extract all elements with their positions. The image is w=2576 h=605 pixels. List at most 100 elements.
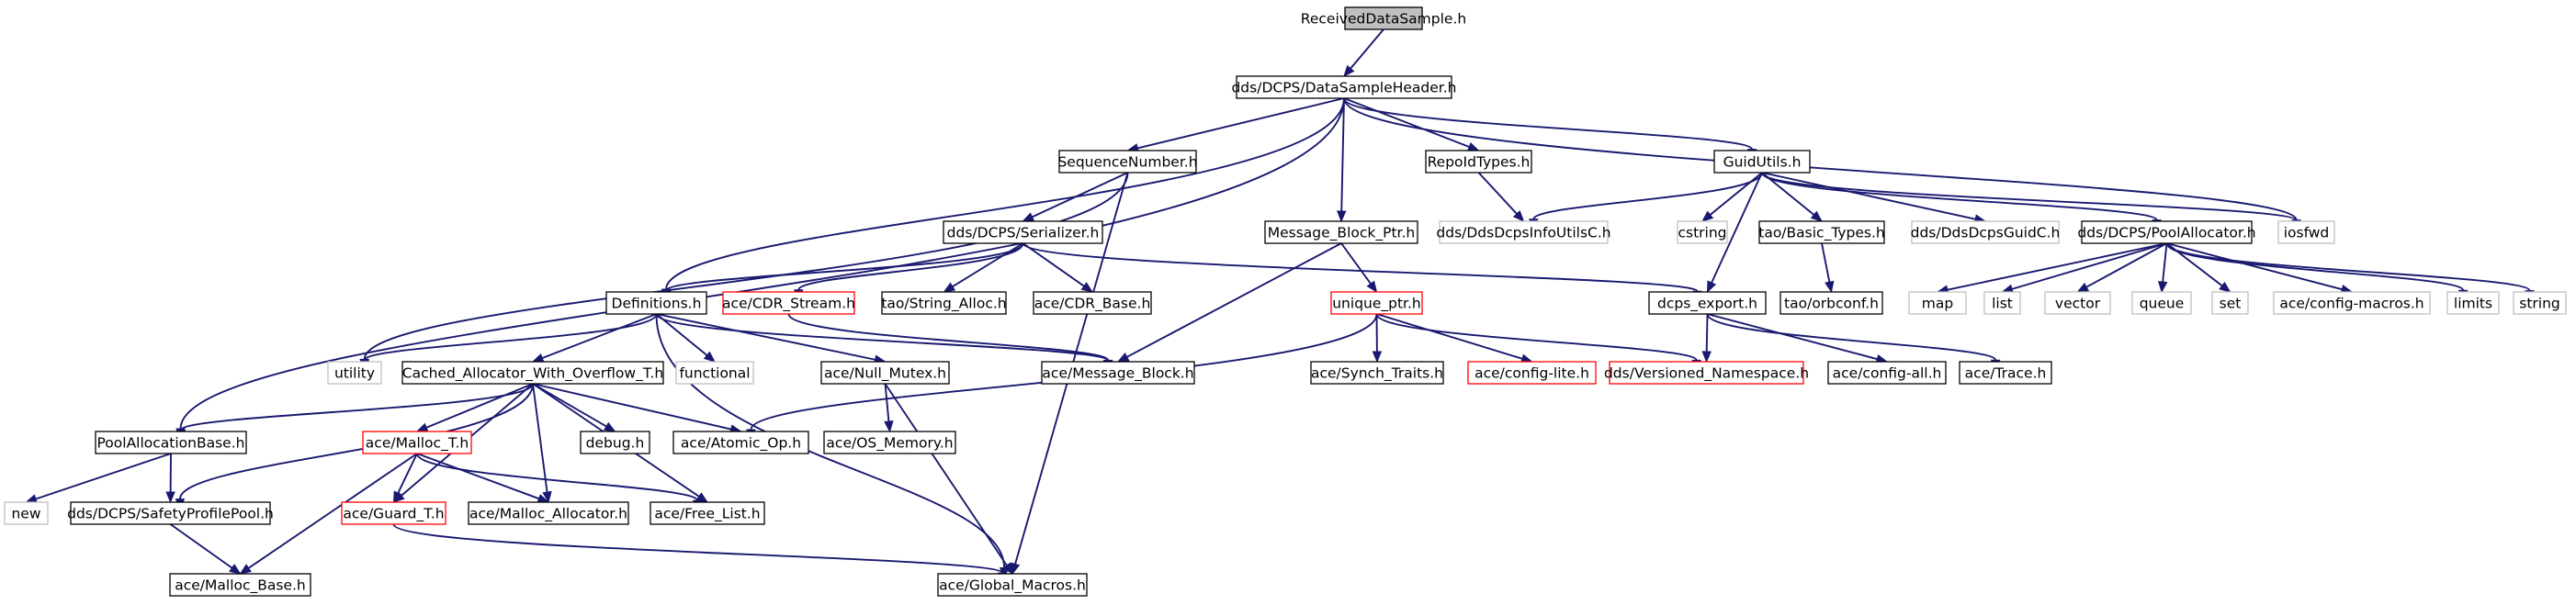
node-OSMemory[interactable]: ace/OS_Memory.h	[823, 431, 956, 454]
edge-DataSampleHeader-to-Definitions	[665, 97, 1345, 290]
edges-layer	[25, 28, 2535, 585]
node-box-cstring	[1677, 220, 1728, 244]
node-RepoIdTypes[interactable]: RepoIdTypes.h	[1425, 150, 1532, 174]
arrowhead-PoolAllocationBase-to-SafetyProfilePool	[165, 491, 175, 504]
node-label-string: string	[2519, 296, 2560, 312]
node-PoolAllocationBase[interactable]: PoolAllocationBase.h	[95, 431, 247, 454]
edge-ReceivedDataSample-to-DataSampleHeader	[1350, 28, 1384, 70]
node-label-OSMemory: ace/OS_Memory.h	[826, 435, 953, 453]
node-Definitions[interactable]: Definitions.h	[605, 291, 707, 315]
node-box-MessageBlock	[1041, 361, 1195, 385]
edge-Definitions-to-NullMutex	[656, 313, 876, 361]
edge-GuidUtils-to-cstring	[1709, 172, 1763, 216]
node-GuardT[interactable]: ace/Guard_T.h	[341, 501, 446, 525]
edge-PoolAllocator-to-configmacros	[2166, 242, 2343, 291]
node-SequenceNumber[interactable]: SequenceNumber.h	[1057, 150, 1198, 174]
node-label-MessageBlockPtr: Message_Block_Ptr.h	[1268, 225, 1415, 242]
node-MessageBlockPtr[interactable]: Message_Block_Ptr.h	[1264, 220, 1418, 244]
arrowhead-PoolAllocator-to-set	[2219, 281, 2231, 293]
node-Serializer[interactable]: dds/DCPS/Serializer.h	[943, 220, 1103, 244]
edge-SafetyProfilePool-to-MallocBase	[169, 523, 233, 569]
arrowhead-CachedAllocator-to-MallocAllocator	[542, 490, 552, 504]
node-uniqueptr[interactable]: unique_ptr.h	[1330, 291, 1423, 315]
node-label-ReceivedDataSample: ReceivedDataSample.h	[1301, 11, 1466, 28]
node-FreeList[interactable]: ace/Free_List.h	[650, 501, 765, 525]
node-utility: utility	[327, 361, 382, 385]
node-label-uniqueptr: unique_ptr.h	[1332, 296, 1421, 313]
node-label-CDRBase: ace/CDR_Base.h	[1034, 296, 1151, 313]
node-DataSampleHeader[interactable]: dds/DCPS/DataSampleHeader.h	[1231, 75, 1457, 99]
edge-Serializer-to-Definitions	[665, 242, 1024, 292]
node-label-CachedAllocator: Cached_Allocator_With_Overflow_T.h	[402, 365, 663, 383]
node-label-Serializer: dds/DCPS/Serializer.h	[947, 225, 1100, 241]
node-label-VersionedNamespace: dds/Versioned_Namespace.h	[1604, 365, 1809, 383]
node-CDRBase[interactable]: ace/CDR_Base.h	[1033, 291, 1152, 315]
node-AtomicOp[interactable]: ace/Atomic_Op.h	[672, 431, 809, 454]
node-label-SynchTraits: ace/Synch_Traits.h	[1311, 365, 1443, 383]
node-box-DdsDcpsInfoUtilsC	[1439, 220, 1609, 244]
node-box-CDRStream	[722, 291, 855, 315]
node-label-PoolAllocationBase: PoolAllocationBase.h	[97, 435, 245, 452]
arrowhead-PoolAllocator-to-queue	[2157, 281, 2168, 294]
node-debug[interactable]: debug.h	[580, 431, 650, 454]
node-GlobalMacros[interactable]: ace/Global_Macros.h	[937, 573, 1088, 597]
node-box-DataSampleHeader	[1236, 75, 1452, 99]
node-label-RepoIdTypes: RepoIdTypes.h	[1428, 154, 1531, 171]
node-configall[interactable]: ace/config-all.h	[1827, 361, 1947, 385]
node-MallocT[interactable]: ace/Malloc_T.h	[362, 431, 472, 454]
node-MallocBase[interactable]: ace/Malloc_Base.h	[169, 573, 311, 597]
node-box-PoolAllocator	[2081, 220, 2253, 244]
node-label-BasicTypes: tao/Basic_Types.h	[1758, 225, 1885, 242]
node-label-cstring: cstring	[1678, 225, 1726, 241]
node-label-dcpsexport: dcps_export.h	[1657, 296, 1757, 313]
arrowhead-Serializer-to-CDRBase	[1080, 282, 1094, 293]
node-label-CDRStream: ace/CDR_Stream.h	[722, 296, 855, 313]
arrowhead-NullMutex-to-OSMemory	[884, 420, 894, 433]
edge-MallocT-to-MallocBase	[248, 453, 418, 569]
node-box-debug	[580, 431, 650, 454]
node-dcpsexport[interactable]: dcps_export.h	[1648, 291, 1767, 315]
node-label-queue: queue	[2140, 296, 2185, 312]
node-box-Definitions	[605, 291, 707, 315]
node-VersionedNamespace[interactable]: dds/Versioned_Namespace.h	[1604, 361, 1809, 385]
node-map: map	[1908, 291, 1967, 315]
node-string: string	[2513, 291, 2567, 315]
node-box-uniqueptr	[1330, 291, 1423, 315]
arrowhead-BasicTypes-to-orbconf	[1825, 280, 1835, 294]
edge-CachedAllocator-to-debug	[532, 383, 607, 428]
edge-MallocT-to-MallocAllocator	[416, 453, 540, 500]
node-label-configmacros: ace/config-macros.h	[2279, 296, 2423, 312]
node-label-NullMutex: ace/Null_Mutex.h	[824, 365, 946, 383]
edge-NullMutex-to-GlobalMacros	[884, 383, 1008, 566]
node-MessageBlock[interactable]: ace/Message_Block.h	[1041, 361, 1195, 385]
node-label-MallocAllocator: ace/Malloc_Allocator.h	[469, 506, 627, 523]
edge-DataSampleHeader-to-PoolAllocationBase	[179, 97, 1345, 430]
node-NullMutex[interactable]: ace/Null_Mutex.h	[820, 361, 950, 385]
node-StringAlloc[interactable]: tao/String_Alloc.h	[881, 291, 1007, 315]
node-CDRStream[interactable]: ace/CDR_Stream.h	[722, 291, 855, 315]
node-label-list: list	[1992, 296, 2013, 312]
node-label-functional: functional	[679, 365, 750, 382]
node-box-MallocAllocator	[468, 501, 629, 525]
node-label-Trace: ace/Trace.h	[1965, 365, 2047, 382]
node-Trace[interactable]: ace/Trace.h	[1959, 361, 2052, 385]
node-box-GuardT	[341, 501, 446, 525]
node-DdsDcpsGuidC: dds/DdsDcpsGuidC.h	[1911, 220, 2060, 244]
edge-CachedAllocator-to-MallocT	[425, 383, 534, 429]
arrowhead-Definitions-to-functional	[703, 351, 717, 363]
node-SynchTraits[interactable]: ace/Synch_Traits.h	[1310, 361, 1444, 385]
arrowhead-RepoIdTypes-to-DdsDcpsInfoUtilsC	[1512, 209, 1525, 222]
edge-Definitions-to-functional	[655, 313, 708, 356]
node-vector: vector	[2044, 291, 2111, 315]
node-PoolAllocator[interactable]: dds/DCPS/PoolAllocator.h	[2077, 220, 2256, 244]
node-BasicTypes[interactable]: tao/Basic_Types.h	[1758, 220, 1885, 244]
edge-SequenceNumber-to-Serializer	[1032, 172, 1128, 218]
node-ReceivedDataSample[interactable]: ReceivedDataSample.h	[1301, 6, 1466, 30]
arrowhead-MallocT-to-MallocBase	[239, 564, 252, 575]
node-orbconf[interactable]: tao/orbconf.h	[1779, 291, 1883, 315]
node-configlite[interactable]: ace/config-lite.h	[1467, 361, 1597, 385]
node-CachedAllocator[interactable]: Cached_Allocator_With_Overflow_T.h	[401, 361, 664, 385]
node-SafetyProfilePool[interactable]: dds/DCPS/SafetyProfilePool.h	[67, 501, 274, 525]
node-MallocAllocator[interactable]: ace/Malloc_Allocator.h	[468, 501, 629, 525]
node-GuidUtils[interactable]: GuidUtils.h	[1713, 150, 1811, 174]
